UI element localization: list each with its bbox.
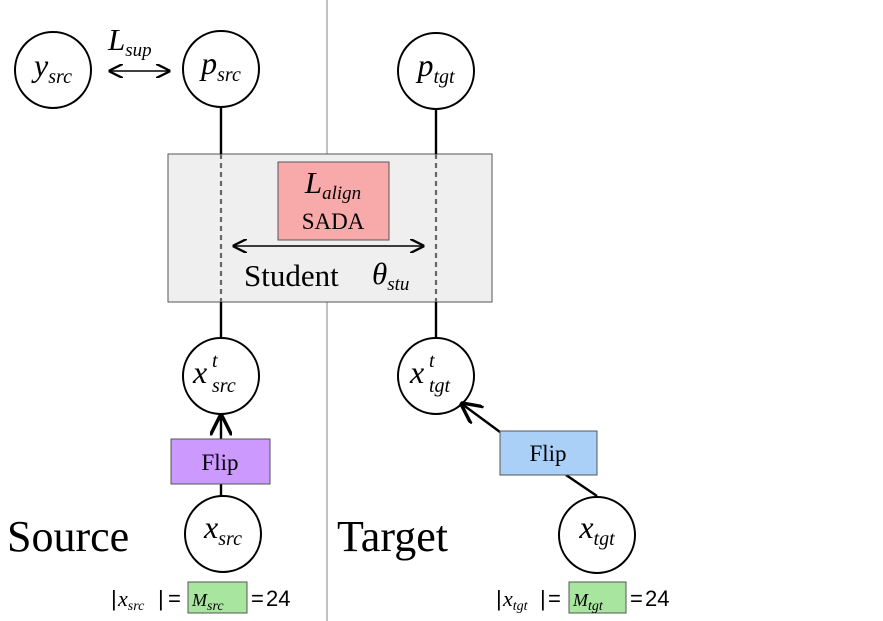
node-p-tgt xyxy=(397,32,475,110)
node-x-src-label: xsrc xyxy=(203,509,242,550)
align-loss-box xyxy=(277,161,390,241)
arrow-flip-xtgtt xyxy=(462,404,501,433)
node-x-src-t-label: x xyxy=(192,354,207,390)
node-x-tgt xyxy=(558,496,636,574)
source-section-label: Source xyxy=(7,512,129,561)
node-x-tgt-label: xtgt xyxy=(578,509,615,550)
m-tgt-box xyxy=(568,581,627,614)
flip-source-box xyxy=(170,438,271,485)
student-label: Student xyxy=(244,258,339,293)
source-batch-equation: |xsrc|=Msrc=24 xyxy=(111,586,290,614)
node-y-src xyxy=(14,31,92,109)
student-param-label: θstu xyxy=(372,256,409,295)
node-x-src-t-sub: src xyxy=(212,375,236,397)
node-x-src xyxy=(184,495,262,573)
connector-xtgt-flip xyxy=(565,474,598,497)
node-x-tgt-t-sup: t xyxy=(429,350,435,372)
sup-loss-label: Lsup xyxy=(107,22,152,61)
flip-target-box xyxy=(499,430,598,476)
m-src-box xyxy=(187,581,248,614)
node-x-src-t-sup: t xyxy=(212,350,218,372)
target-section-label: Target xyxy=(337,512,448,561)
node-x-tgt-t xyxy=(397,337,475,415)
node-x-tgt-t-label: x xyxy=(409,354,424,390)
target-batch-equation: |xtgt|=Mtgt=24 xyxy=(496,586,669,614)
node-p-src-label: psrc xyxy=(199,45,241,86)
align-method-label: SADA xyxy=(302,209,365,234)
flip-target-label: Flip xyxy=(529,441,566,466)
node-y-src-label: ysrc xyxy=(31,47,72,88)
flip-source-label: Flip xyxy=(201,450,238,475)
node-x-tgt-t-sub: tgt xyxy=(429,375,451,397)
node-p-src xyxy=(182,30,260,108)
node-p-tgt-label: ptgt xyxy=(415,47,455,88)
align-loss-label: Lalign xyxy=(304,165,361,204)
